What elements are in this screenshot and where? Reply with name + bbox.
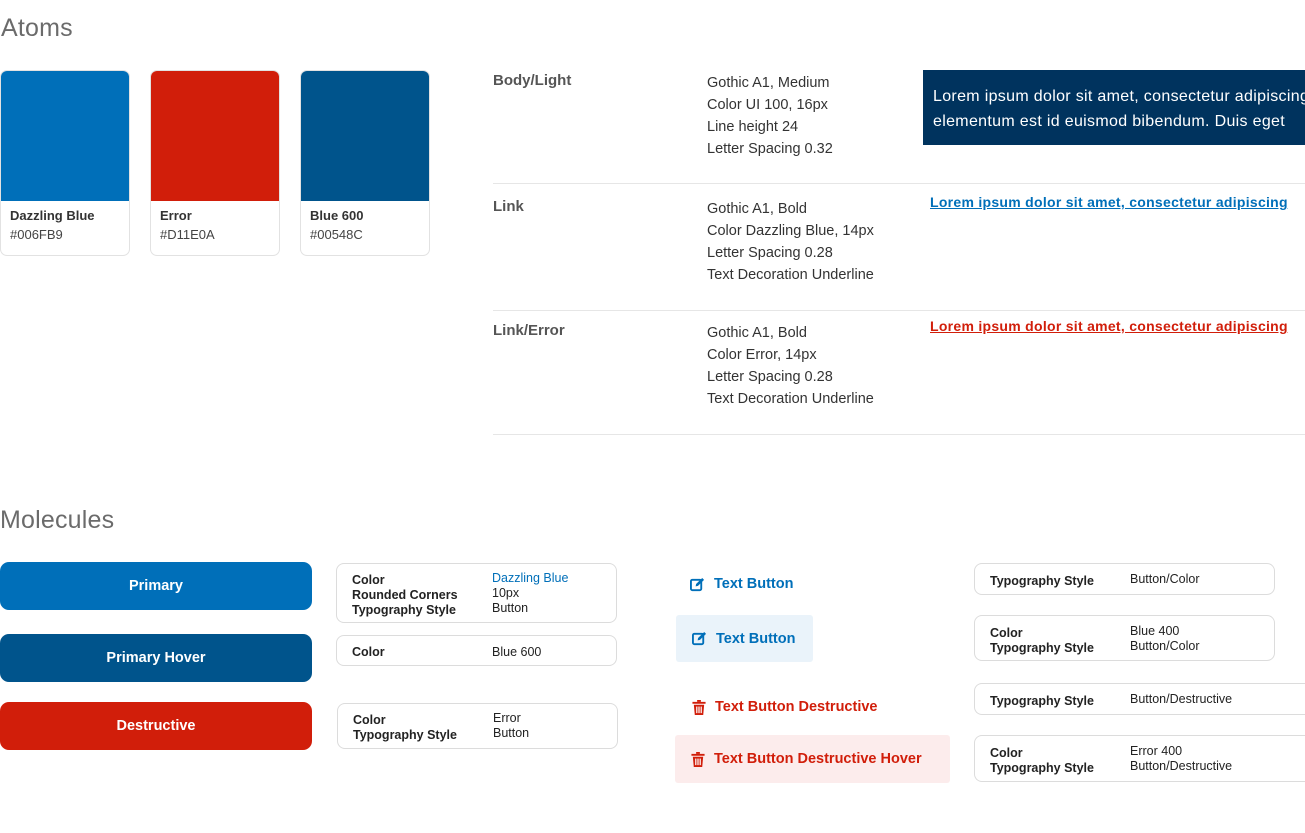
swatch-name: Dazzling Blue: [10, 208, 95, 223]
primary-hover-button-props: Color Blue 600: [336, 635, 617, 666]
spec-line: Gothic A1, Bold: [707, 325, 807, 341]
prop-value: Button/Color: [1130, 639, 1200, 653]
prop-key: Typography Style: [353, 728, 457, 742]
text-button-destructive-props: Typography Style Button/Destructive: [974, 683, 1305, 715]
prop-key: Color: [990, 746, 1023, 760]
sample-line: elementum est id euismod bibendum. Duis …: [933, 113, 1286, 130]
text-button-destructive[interactable]: Text Button Destructive: [692, 697, 877, 717]
text-button-destructive-hover[interactable]: Text Button Destructive Hover: [675, 735, 950, 783]
spec-line: Color Dazzling Blue, 14px: [707, 223, 874, 239]
prop-value: Blue 600: [492, 645, 542, 659]
text-button-label: Text Button Destructive Hover: [714, 751, 922, 767]
trash-icon: [692, 699, 706, 715]
spec-line: Gothic A1, Bold: [707, 201, 807, 217]
swatch-color-chip: [301, 71, 429, 201]
body-light-sample: Lorem ipsum dolor sit amet, consectetur …: [923, 70, 1305, 145]
prop-key: Typography Style: [352, 603, 456, 617]
text-button-destructive-hover-props: Color Typography Style Error 400 Button/…: [974, 735, 1305, 782]
prop-value: Button/Destructive: [1130, 692, 1233, 706]
prop-key: Typography Style: [990, 694, 1094, 708]
spec-line: Gothic A1, Medium: [707, 75, 830, 91]
prop-key: Rounded Corners: [352, 588, 458, 602]
edit-icon: [692, 631, 707, 646]
destructive-button[interactable]: Destructive: [0, 702, 312, 750]
text-button-hover[interactable]: Text Button: [676, 615, 813, 662]
swatch-color-chip: [1, 71, 129, 201]
spec-line: Text Decoration Underline: [707, 267, 874, 283]
prop-key: Typography Style: [990, 574, 1094, 588]
swatch-hex: #00548C: [310, 227, 363, 242]
prop-key: Typography Style: [990, 641, 1094, 655]
text-button-label: Text Button: [716, 630, 796, 647]
primary-hover-button[interactable]: Primary Hover: [0, 634, 312, 682]
spec-line: Letter Spacing 0.28: [707, 245, 833, 261]
spec-line: Text Decoration Underline: [707, 391, 874, 407]
prop-key: Color: [352, 645, 385, 659]
swatch-color-chip: [151, 71, 279, 201]
divider: [493, 310, 1305, 311]
spec-line: Letter Spacing 0.32: [707, 141, 833, 157]
spec-line: Line height 24: [707, 119, 799, 135]
prop-value: Error: [493, 711, 521, 725]
prop-key: Typography Style: [990, 761, 1094, 775]
spec-line: Color Error, 14px: [707, 347, 817, 363]
text-button-hover-props: Color Typography Style Blue 400 Button/C…: [974, 615, 1275, 661]
prop-value: Button/Destructive: [1130, 759, 1233, 773]
swatch-hex: #006FB9: [10, 227, 63, 242]
typography-label-link: Link: [493, 198, 524, 215]
text-button-props: Typography Style Button/Color: [974, 563, 1275, 595]
prop-value: Button: [492, 601, 529, 615]
edit-icon: [690, 577, 705, 591]
prop-key: Color: [353, 713, 386, 727]
typography-label-body-light: Body/Light: [493, 72, 572, 89]
spec-line: Letter Spacing 0.28: [707, 369, 833, 385]
typography-spec-link: Gothic A1, Bold Color Dazzling Blue, 14p…: [707, 198, 874, 286]
prop-key: Color: [352, 573, 385, 587]
molecules-section-title: Molecules: [0, 506, 115, 534]
primary-button[interactable]: Primary: [0, 562, 312, 610]
divider: [493, 434, 1305, 435]
text-button-label: Text Button: [714, 576, 794, 592]
swatch-name: Error: [160, 208, 192, 223]
prop-value: Button: [493, 726, 530, 740]
swatch-hex: #D11E0A: [160, 227, 215, 242]
typography-spec-body-light: Gothic A1, Medium Color UI 100, 16px Lin…: [707, 72, 833, 160]
spec-line: Color UI 100, 16px: [707, 97, 828, 113]
typography-spec-link-error: Gothic A1, Bold Color Error, 14px Letter…: [707, 322, 874, 410]
swatch-dazzling-blue: Dazzling Blue #006FB9: [0, 70, 130, 256]
swatch-error: Error #D11E0A: [150, 70, 280, 256]
atoms-section-title: Atoms: [1, 14, 73, 42]
link-error-sample[interactable]: Lorem ipsum dolor sit amet, consectetur …: [930, 318, 1288, 334]
swatch-name: Blue 600: [310, 208, 364, 223]
prop-value: Dazzling Blue: [492, 571, 569, 585]
link-sample[interactable]: Lorem ipsum dolor sit amet, consectetur …: [930, 194, 1288, 210]
prop-value: Blue 400: [1130, 624, 1180, 638]
destructive-button-props: Color Typography Style Error Button: [337, 703, 618, 749]
prop-value: Error 400: [1130, 744, 1183, 758]
prop-key: Color: [990, 626, 1023, 640]
divider: [493, 183, 1305, 184]
swatch-blue-600: Blue 600 #00548C: [300, 70, 430, 256]
primary-button-props: Color Rounded Corners Typography Style D…: [336, 563, 617, 623]
text-button[interactable]: Text Button: [690, 574, 793, 594]
prop-value: Button/Color: [1130, 572, 1200, 586]
trash-icon: [691, 751, 705, 767]
typography-label-link-error: Link/Error: [493, 322, 565, 339]
text-button-label: Text Button Destructive: [715, 699, 878, 715]
sample-line: Lorem ipsum dolor sit amet, consectetur …: [933, 88, 1305, 105]
prop-value: 10px: [492, 586, 520, 600]
